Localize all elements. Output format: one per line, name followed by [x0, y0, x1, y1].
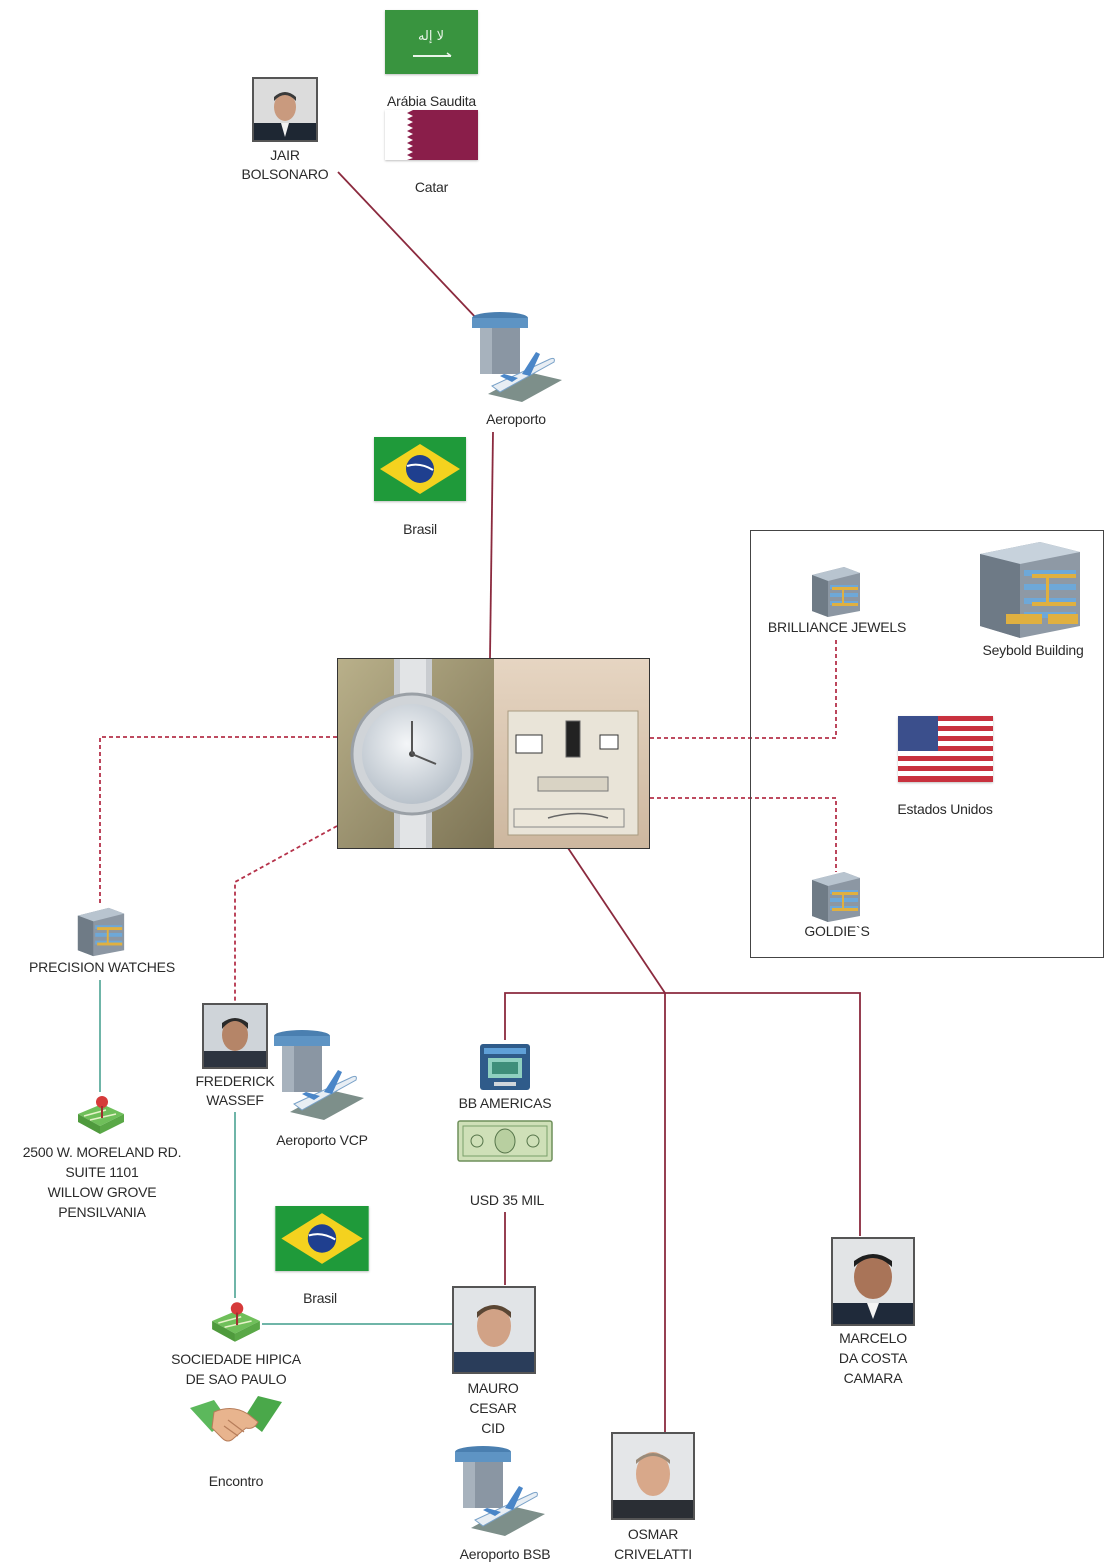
- moreland-map-pin-icon[interactable]: [76, 1094, 126, 1136]
- marcelo-da-costa-camara-photo[interactable]: [831, 1237, 915, 1326]
- jair-bolsonaro-photo[interactable]: [252, 77, 318, 142]
- link-watch-goldies: [650, 797, 837, 872]
- seybold-building-label: Seybold Building: [982, 642, 1084, 658]
- watch-evidence-photo[interactable]: [337, 658, 650, 849]
- aeroporto-bsb-label: Aeroporto BSB: [459, 1546, 551, 1562]
- osmar-crivelatti-photo[interactable]: [611, 1432, 695, 1520]
- aeroporto-label: Aeroporto: [486, 411, 546, 427]
- precision-watches-building-icon[interactable]: [74, 905, 128, 957]
- link-watch-wassef: [234, 825, 338, 1002]
- dollar-bill-icon: [457, 1120, 553, 1162]
- brasil-bottom-label: Brasil: [303, 1290, 337, 1306]
- saudi-arabia-label: Arábia Saudita: [386, 93, 477, 109]
- estados-unidos-label: Estados Unidos: [897, 801, 993, 817]
- link-bolsonaro-aeroporto: [337, 171, 479, 321]
- precision-watches-label: PRECISION WATCHES: [29, 959, 175, 975]
- bb-americas-atm-icon[interactable]: [478, 1042, 532, 1092]
- osmar-crivelatti-label: OSMAR CRIVELATTI: [614, 1526, 692, 1562]
- link-junction-bb-americas: [504, 992, 665, 1040]
- brazil-flag-icon-bottom: [275, 1206, 369, 1271]
- link-junction-marcelo: [665, 992, 861, 1236]
- link-watch-brilliance: [650, 640, 837, 739]
- aeroporto-bsb-icon[interactable]: [452, 1446, 552, 1538]
- aeroporto-vcp-label: Aeroporto VCP: [276, 1132, 368, 1148]
- link-watch-precision: [99, 736, 337, 905]
- brilliance-jewels-label: BRILLIANCE JEWELS: [767, 619, 907, 635]
- aeroporto-icon[interactable]: [470, 312, 568, 404]
- marcelo-da-costa-camara-label: MARCELO DA COSTA CAMARA: [838, 1330, 908, 1386]
- usa-flag-icon: [898, 716, 993, 782]
- frederick-wassef-photo[interactable]: [202, 1003, 268, 1069]
- qatar-flag-icon: [385, 110, 478, 160]
- mauro-cesar-cid-photo[interactable]: [452, 1286, 536, 1374]
- saudi-arabia-flag-icon: ﻻ ﺇﻟﻪ: [385, 10, 478, 74]
- jair-bolsonaro-label: JAIR BOLSONARO: [241, 147, 329, 182]
- bb-americas-label: BB AMERICAS: [458, 1095, 552, 1111]
- handshake-icon[interactable]: [188, 1392, 284, 1450]
- brazil-flag-icon-top: [374, 437, 466, 501]
- frederick-wassef-label: FREDERICK WASSEF: [195, 1073, 275, 1108]
- encontro-label: Encontro: [208, 1473, 264, 1489]
- sociedade-hipica-label: SOCIEDADE HIPICA DE SAO PAULO: [171, 1351, 301, 1387]
- link-aeroporto-watch: [489, 431, 494, 659]
- sociedade-hipica-map-pin-icon[interactable]: [210, 1300, 262, 1344]
- aeroporto-vcp-icon[interactable]: [272, 1030, 370, 1122]
- mauro-cesar-cid-label: MAURO CESAR CID: [467, 1380, 519, 1436]
- goldies-label: GOLDIE`S: [804, 923, 870, 939]
- link-watch-junction: [567, 847, 666, 994]
- qatar-label: Catar: [414, 179, 449, 195]
- goldies-building-icon[interactable]: [808, 870, 864, 922]
- usd-amount-label: USD 35 MIL: [469, 1192, 545, 1208]
- seybold-building-icon[interactable]: [976, 540, 1086, 640]
- svg-text:ﻻ ﺇﻟﻪ: ﻻ ﺇﻟﻪ: [418, 29, 444, 44]
- brilliance-jewels-building-icon[interactable]: [808, 565, 864, 617]
- brasil-top-label: Brasil: [403, 521, 437, 537]
- moreland-address-label: 2500 W. MORELAND RD. SUITE 1101 WILLOW G…: [22, 1144, 182, 1220]
